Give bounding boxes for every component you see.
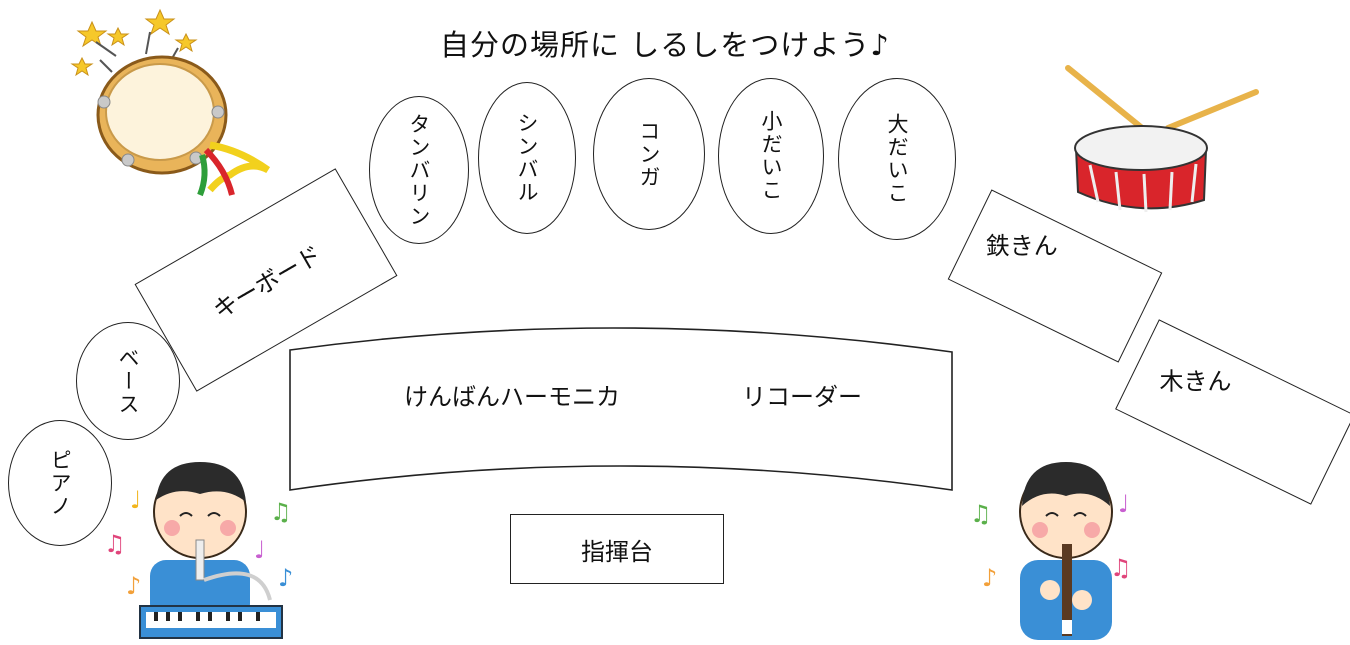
tambourine-spot[interactable]: タンバリン <box>369 96 469 244</box>
snare-drum-spot[interactable]: 小だいこ <box>718 78 824 234</box>
page-title: 自分の場所に しるしをつけよう♪ <box>440 28 890 62</box>
bass-drum-label: 大だいこ <box>885 113 909 205</box>
bass-label: ベース <box>116 346 140 416</box>
harmonica-label[interactable]: けんばんハーモニカ <box>404 383 620 411</box>
conga-spot[interactable]: コンガ <box>593 78 705 230</box>
piano-spot[interactable]: ピアノ <box>8 420 112 546</box>
conga-label: コンガ <box>637 119 661 189</box>
podium-label: 指揮台 <box>581 537 653 566</box>
podium-box[interactable]: 指揮台 <box>510 514 724 584</box>
bass-spot[interactable]: ベース <box>76 322 180 440</box>
tambourine-label: タンバリン <box>407 112 431 228</box>
snare-drum-label: 小だいこ <box>759 110 783 202</box>
recorder-label[interactable]: リコーダー <box>742 383 862 411</box>
cymbal-label: シンバル <box>515 112 539 204</box>
cymbal-spot[interactable]: シンバル <box>478 82 576 234</box>
piano-label: ピアノ <box>48 448 72 518</box>
bass-drum-spot[interactable]: 大だいこ <box>838 78 956 240</box>
